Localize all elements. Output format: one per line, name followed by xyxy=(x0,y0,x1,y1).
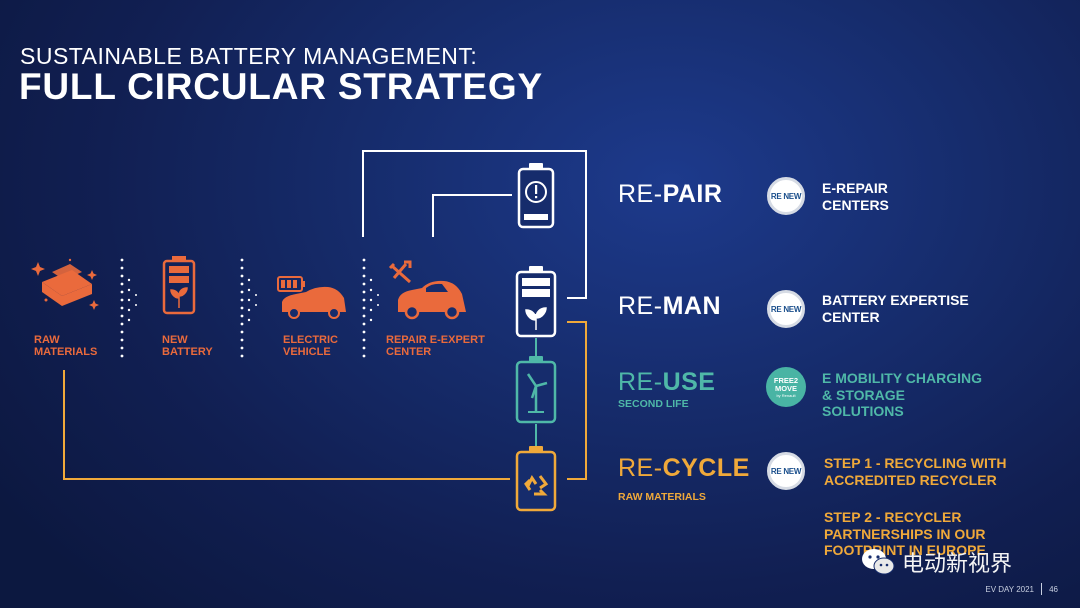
footer-separator xyxy=(1041,583,1042,595)
reman-to-recycle-line xyxy=(567,321,587,480)
renew-logo-recycle: RE NEW xyxy=(767,452,805,490)
re-man-title: RE-MAN xyxy=(618,292,721,320)
watermark: 电动新视界 xyxy=(860,546,1012,578)
renew-logo-reman: RE NEW xyxy=(767,290,805,328)
repair-battery-icon xyxy=(517,163,555,229)
repair-loop-outer-line xyxy=(362,150,587,299)
new-battery-icon xyxy=(162,256,196,315)
title-line1: SUSTAINABLE BATTERY MANAGEMENT: xyxy=(20,43,478,69)
dotted-divider-2 xyxy=(240,258,257,358)
watermark-text: 电动新视界 xyxy=(902,551,1013,576)
dotted-divider-3 xyxy=(362,258,379,358)
re-pair-title: RE-PAIR xyxy=(618,180,723,208)
re-use-subtitle: SECOND LIFE xyxy=(618,398,689,410)
reuse-battery-icon xyxy=(515,356,557,424)
page-title: FULL CIRCULAR STRATEGY xyxy=(19,66,543,107)
footer-event: EV DAY 2021 xyxy=(985,585,1034,594)
recycle-loop-line xyxy=(63,370,510,480)
re-cycle-subtitle: RAW MATERIALS xyxy=(618,491,706,503)
re-use-title: RE-USE xyxy=(618,368,716,396)
reman-battery-icon xyxy=(515,266,557,338)
raw-materials-icon xyxy=(31,258,99,310)
repair-car-icon xyxy=(388,260,466,320)
electric-vehicle-icon xyxy=(277,276,346,319)
wechat-icon xyxy=(862,549,895,575)
dotted-divider-1 xyxy=(120,258,137,358)
page-number: 46 xyxy=(1049,585,1058,594)
re-cycle-title: RE-CYCLE xyxy=(618,454,750,482)
renew-logo-repair: RE NEW xyxy=(767,177,805,215)
repair-loop-inner-line xyxy=(432,194,512,237)
recycle-battery-icon xyxy=(515,446,557,512)
